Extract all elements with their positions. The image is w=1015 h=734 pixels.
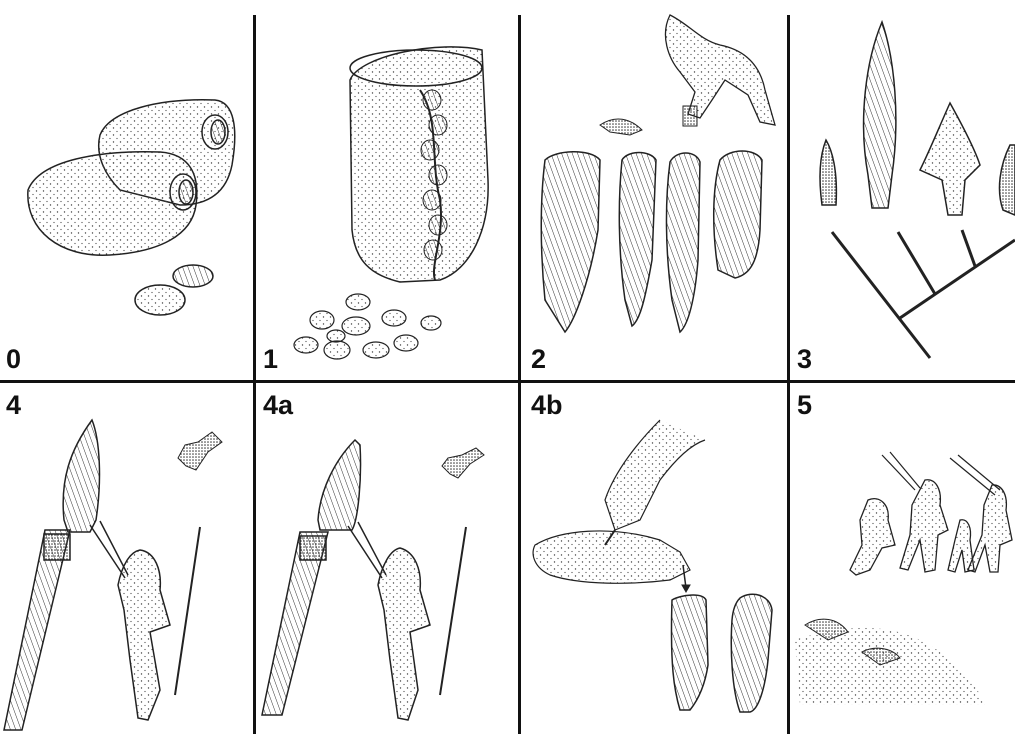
panel-4-hunter bbox=[4, 420, 222, 730]
panel-5-group bbox=[795, 452, 1012, 705]
panel-4a-hunter bbox=[262, 440, 484, 720]
panel-0-stones bbox=[28, 100, 235, 315]
panel-3-points bbox=[820, 22, 1015, 358]
panel-4b-retouching bbox=[533, 420, 772, 712]
panel-1-core bbox=[294, 47, 488, 359]
panel-2-blades bbox=[541, 15, 775, 332]
